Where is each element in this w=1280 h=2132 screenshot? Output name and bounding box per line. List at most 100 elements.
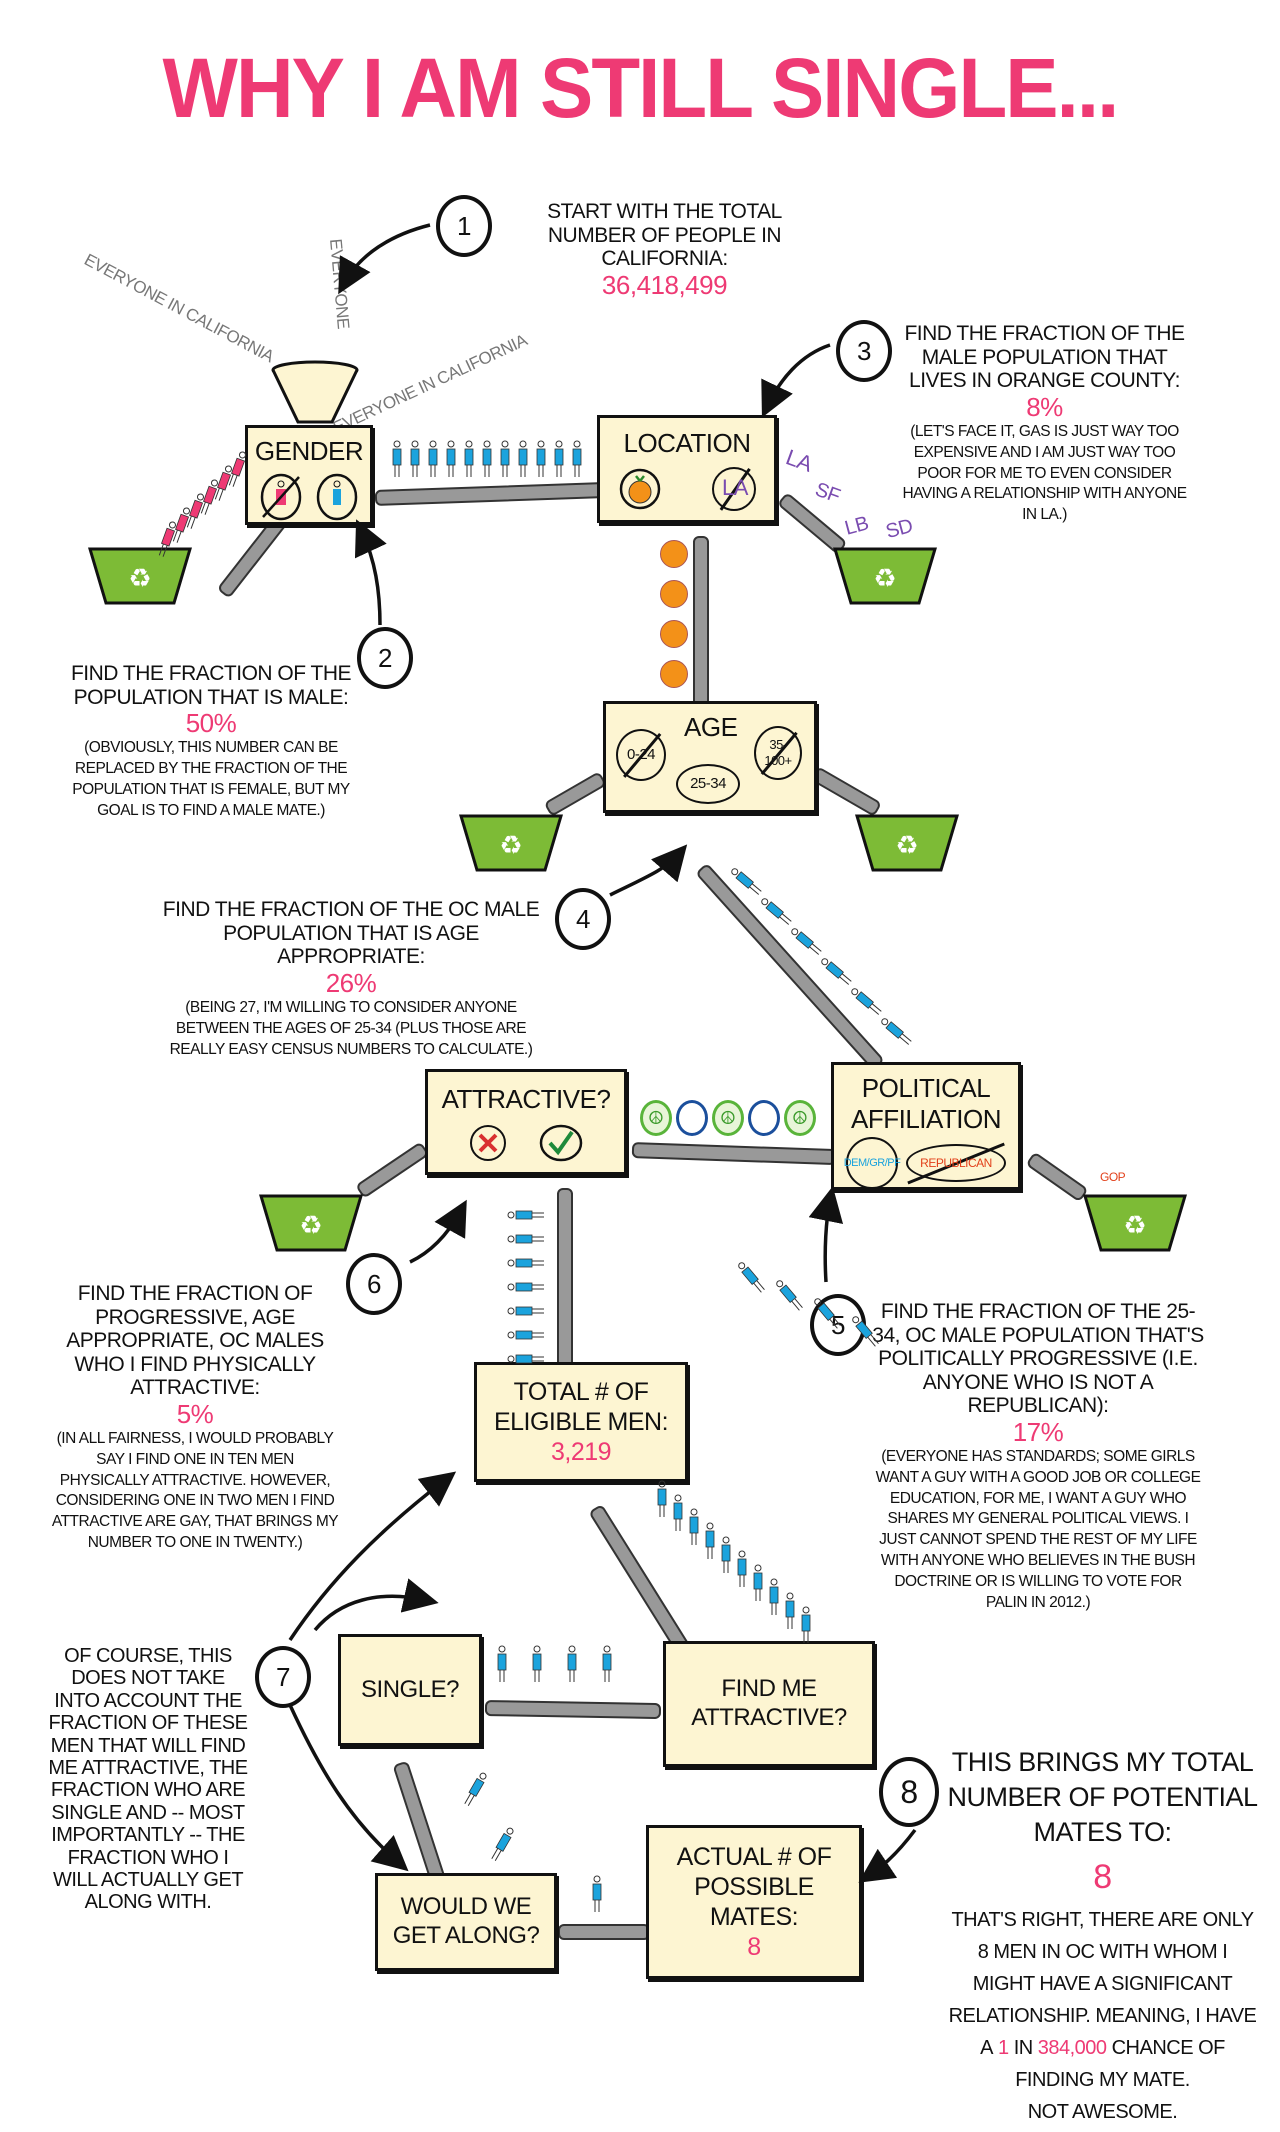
step-5-text: FIND THE FRACTION OF THE 25-34, OC MALE … (872, 1300, 1204, 1614)
step-8-closing: CHANCE OF FINDING MY MATE. (1015, 2037, 1225, 2092)
orange-icon (660, 620, 688, 648)
odds-denominator: 384,000 (1037, 2037, 1107, 2060)
male-figure (507, 1282, 544, 1292)
political-label: POLITICAL AFFILIATION (851, 1073, 1002, 1135)
conveyor-political-bin (1025, 1151, 1089, 1203)
female-figure (214, 465, 232, 501)
female-figure (200, 479, 218, 515)
checkmark-icon (539, 1124, 583, 1162)
conveyor-location-age (693, 536, 709, 712)
age-label: AGE (684, 712, 738, 742)
male-figure (731, 868, 762, 895)
svg-text:♻: ♻ (499, 830, 522, 860)
male-figure (689, 1508, 699, 1545)
step-2-value: 50% (185, 708, 237, 739)
male-figure (428, 440, 438, 477)
step-8-text: THIS BRINGS MY TOTAL NUMBER OF POTENTIAL… (945, 1745, 1260, 2128)
city-la: LA (782, 444, 816, 477)
arrow-step-1 (338, 223, 431, 295)
male-figure (507, 1258, 544, 1268)
step-7-text: OF COURSE, THIS DOES NOT TAKE INTO ACCOU… (48, 1645, 248, 1914)
step-3-note: (LET'S FACE IT, GAS IS JUST WAY TOO EXPE… (902, 422, 1187, 524)
male-figure (851, 988, 882, 1015)
dem-green-pf-option: DEM/GR/PF (844, 1137, 901, 1190)
male-figure (572, 440, 582, 477)
female-figure (228, 451, 246, 487)
male-figure (507, 1234, 544, 1244)
male-figure (507, 1210, 544, 1220)
total-eligible-value: 3,219 (550, 1438, 612, 1466)
male-figure (500, 440, 510, 477)
step-6-badge: 6 (346, 1253, 402, 1315)
step-7-badge: 7 (255, 1646, 311, 1708)
arrow-step-8 (858, 1828, 917, 1883)
step-2-note: (OBVIOUSLY, THIS NUMBER CAN BE REPLACED … (72, 739, 350, 819)
political-box: POLITICAL AFFILIATION DEM/GR/PF REPUBLIC… (831, 1062, 1021, 1190)
single-box: SINGLE? (338, 1634, 482, 1746)
step-7-heading: OF COURSE, THIS DOES NOT TAKE INTO ACCOU… (48, 1645, 248, 1914)
svg-text:♻: ♻ (299, 1210, 322, 1240)
step-8-badge: 8 (879, 1757, 939, 1827)
gop-scrap: GOP (1100, 1170, 1126, 1184)
male-figure (881, 1018, 912, 1045)
male-figure (721, 1536, 731, 1573)
male-figure (554, 440, 564, 477)
male-figure (602, 1645, 612, 1682)
male-figure (410, 440, 420, 477)
male-figure (536, 440, 546, 477)
step-1-badge: 1 (436, 195, 492, 257)
orange-county-icon (619, 468, 661, 510)
male-icon (316, 473, 358, 521)
conveyor-political-attractive (631, 1142, 837, 1166)
arrow-step-2 (354, 519, 387, 626)
step-4-badge: 4 (555, 888, 611, 950)
male-figure (567, 1645, 577, 1682)
actual-mates-label: ACTUAL # OF POSSIBLE MATES: (676, 1843, 832, 1931)
male-figure (464, 440, 474, 477)
male-figure (753, 1564, 763, 1601)
male-figure (657, 1480, 667, 1517)
male-figure (446, 440, 456, 477)
scrap-everyone: EVERYONE (326, 238, 353, 330)
conveyor-age-political (695, 862, 885, 1072)
scrap-everyone-in-california: EVERYONE IN CALIFORNIA (81, 250, 277, 367)
step-2-heading: FIND THE FRACTION OF THE POPULATION THAT… (70, 662, 352, 709)
recycle-bin-icon: ♻ (1083, 1194, 1187, 1252)
conveyor-attractive-total (557, 1188, 573, 1372)
age-box: AGE 0-24 25-34 35-100+ (603, 701, 817, 813)
male-figure (507, 1306, 544, 1316)
male-figure (785, 1592, 795, 1629)
orange-icon (660, 540, 688, 568)
svg-text:♻: ♻ (873, 563, 896, 593)
female-figure (158, 521, 176, 557)
step-3-heading: FIND THE FRACTION OF THE MALE POPULATION… (904, 322, 1185, 393)
conveyor-single-findme (484, 1700, 662, 1720)
location-box: LOCATION LA (597, 415, 777, 523)
male-figure (705, 1522, 715, 1559)
city-sf: SF (812, 478, 843, 508)
total-eligible-box: TOTAL # OF ELIGIBLE MEN: 3,219 (474, 1362, 688, 1482)
conveyor-gender-location (374, 482, 605, 506)
step-6-note: (IN ALL FAIRNESS, I WOULD PROBABLY SAY I… (51, 1429, 339, 1552)
male-figure (673, 1494, 683, 1531)
female-figure (172, 507, 190, 543)
odds-in: IN (1013, 2037, 1034, 2060)
arrow-step-6 (409, 1199, 467, 1264)
la-label: LA (722, 475, 748, 501)
conveyor-getalong-actual (558, 1924, 650, 1940)
step-3-text: FIND THE FRACTION OF THE MALE POPULATION… (902, 322, 1187, 526)
male-figure (507, 1354, 544, 1364)
conveyor-age-bin-right (810, 766, 883, 817)
find-me-attractive-box: FIND ME ATTRACTIVE? (663, 1641, 875, 1767)
recycle-bin-icon: ♻ (259, 1194, 363, 1252)
step-6-text: FIND THE FRACTION OF PROGRESSIVE, AGE AP… (50, 1282, 340, 1554)
step-6-value: 5% (176, 1398, 214, 1429)
step-4-text: FIND THE FRACTION OF THE OC MALE POPULAT… (155, 898, 547, 1060)
female-figure (186, 493, 204, 529)
male-figure (791, 928, 822, 955)
peace-sign-icon: ☮ (640, 1100, 672, 1136)
actual-mates-value: 8 (747, 1933, 761, 1961)
male-figure (814, 1298, 841, 1329)
orange-icon (660, 580, 688, 608)
page-title: WHY I AM STILL SINGLE... (162, 41, 1120, 135)
